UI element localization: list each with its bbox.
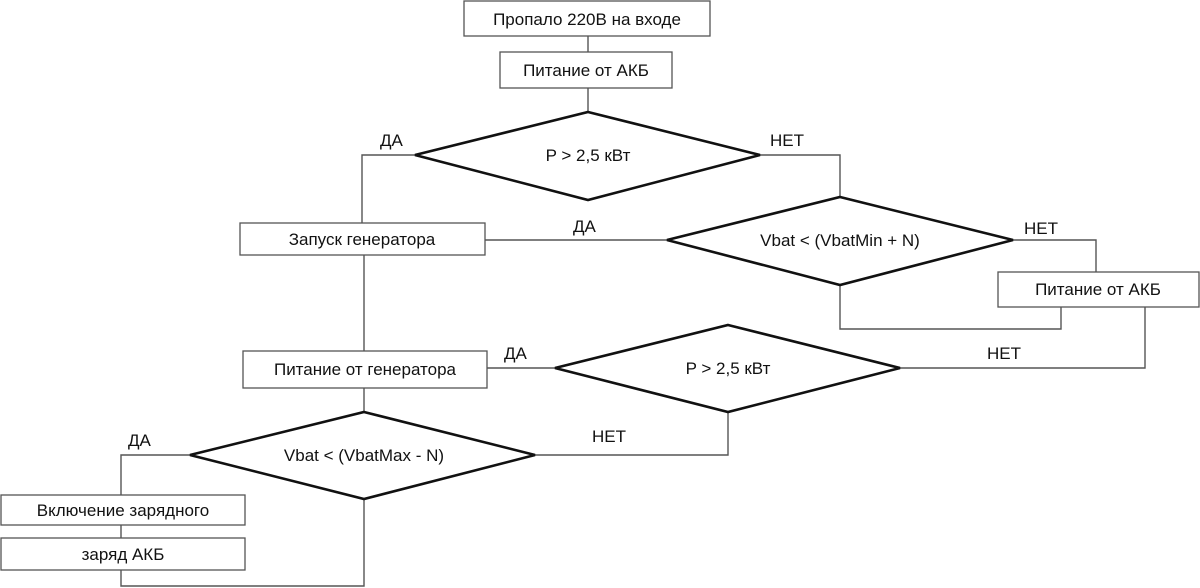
label-d3-no-right: НЕТ [987,344,1021,363]
decision-vbat-min-text: Vbat < (VbatMin + N) [760,231,920,250]
decision-vbat-max: Vbat < (VbatMax - N) [189,410,536,501]
decision-power-1: P > 2,5 кВт [414,110,761,202]
node-start-text: Пропало 220В на входе [493,10,681,29]
node-battery-power-1: Питание от АКБ [499,51,673,89]
label-d2-no: НЕТ [1024,219,1058,238]
connector-decision2-no [1013,239,1097,272]
node-start: Пропало 220В на входе [463,0,711,37]
connector-battery2-loop [839,285,1062,330]
decision-vbat-max-text: Vbat < (VbatMax - N) [284,446,444,465]
node-charger-on: Включение зарядного [0,494,246,526]
label-d4-yes: ДА [128,431,152,450]
decision-power-1-text: P > 2,5 кВт [546,146,631,165]
label-d2-yes: ДА [573,217,597,236]
node-battery-power-2-text: Питание от АКБ [1035,280,1161,299]
label-d1-yes: ДА [380,131,404,150]
label-d3-yes: ДА [504,344,528,363]
connector-decision4-yes [120,454,190,495]
node-generator-power: Питание от генератора [242,350,488,389]
node-charger-on-text: Включение зарядного [37,501,209,520]
decision-power-2: P > 2,5 кВт [554,323,901,414]
decision-vbat-min: Vbat < (VbatMin + N) [666,195,1014,287]
node-start-generator: Запуск генератора [239,222,486,256]
connectors [120,36,1146,587]
connector-decision1-no [760,154,841,197]
node-battery-charge: заряд АКБ [0,537,246,571]
node-battery-power-2: Питание от АКБ [997,271,1200,308]
node-generator-power-text: Питание от генератора [274,360,457,379]
connector-decision1-yes [361,154,415,223]
decision-power-2-text: P > 2,5 кВт [686,359,771,378]
label-d3-no-bottom: НЕТ [592,427,626,446]
node-battery-charge-text: заряд АКБ [82,545,165,564]
node-battery-power-1-text: Питание от АКБ [523,61,649,80]
connector-decision3-no-right [900,307,1146,369]
connector-decision3-no-bottom [535,412,729,456]
node-start-generator-text: Запуск генератора [289,230,436,249]
edge-labels: ДА НЕТ ДА НЕТ ДА НЕТ НЕТ ДА [128,131,1058,450]
label-d1-no: НЕТ [770,131,804,150]
connector-charge-loop [120,499,365,587]
